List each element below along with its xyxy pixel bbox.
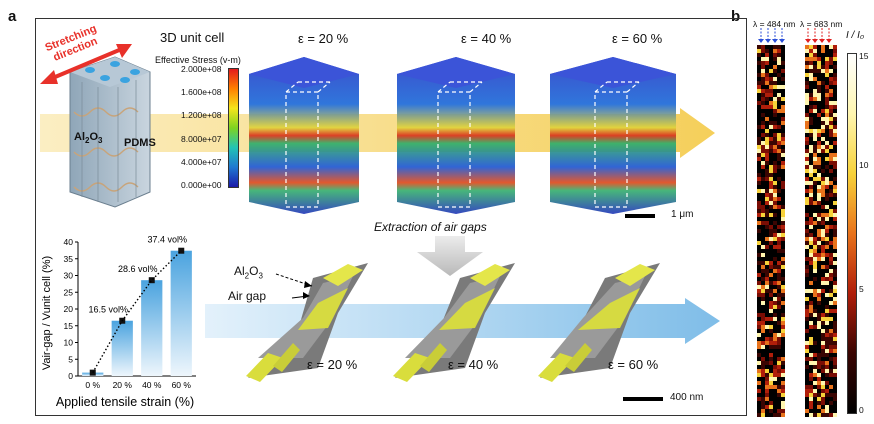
x-axis-title: Applied tensile strain (%): [56, 395, 194, 409]
x-tick-label: 40 %: [142, 380, 162, 390]
extraction-down-arrow: [417, 236, 483, 276]
extraction-label: Extraction of air gaps: [374, 220, 487, 234]
stress-colorbar: [228, 68, 239, 188]
pointer-arrows: [275, 273, 313, 299]
stress-map-cube: [397, 57, 515, 214]
y-axis-title: Vair-gap / Vunit cell (%): [41, 256, 53, 370]
airgap-structure: [393, 263, 515, 382]
bar: [141, 280, 163, 376]
y-tick-label: 40: [64, 237, 74, 247]
x-tick-label: 20 %: [113, 380, 133, 390]
al2o3-label: Al2O3: [74, 131, 103, 146]
bottom-strain-label-20: ε = 20 %: [307, 357, 358, 372]
stress-map-cube: [249, 57, 359, 214]
y-tick-label: 5: [68, 354, 73, 364]
al2o3-pointer-label: Al2O3: [234, 264, 263, 281]
bar: [170, 250, 192, 376]
pdms-label: PDMS: [124, 137, 156, 149]
intensity-colorbar: [847, 53, 857, 414]
lambda-484-label: λ = 484 nm: [753, 19, 796, 29]
y-tick-label: 0: [68, 371, 73, 381]
top-strain-label-40: ε = 40 %: [461, 31, 512, 46]
stress-colorbar-title: Effective Stress (v-m): [155, 55, 241, 65]
data-label: 37.4 vol%: [147, 235, 187, 245]
stretching-direction-arrow: [40, 44, 132, 84]
intensity-colorbar-tick: 15: [859, 51, 869, 61]
bottom-strain-label-40: ε = 40 %: [448, 357, 499, 372]
airgap-structure: [246, 263, 368, 382]
stress-colorbar-tick: 8.000e+07: [181, 133, 222, 144]
panel-a-frame: [35, 18, 747, 416]
panel-b-letter: b: [731, 8, 741, 25]
y-tick-label: 25: [64, 287, 74, 297]
y-tick-label: 10: [64, 338, 74, 348]
x-tick-label: 0 %: [85, 380, 100, 390]
data-label: 28.6 vol%: [118, 264, 158, 274]
top-strain-label-20: ε = 20 %: [298, 31, 349, 46]
airgap-pointer-label: Air gap: [228, 289, 267, 303]
intensity-colorbar-tick: 10: [859, 160, 869, 170]
data-label: 16.5 vol%: [88, 305, 128, 315]
incident-light-arrows: [758, 28, 832, 43]
bottom-scalebar: [623, 397, 663, 401]
unit-cell-title: 3D unit cell: [160, 30, 225, 45]
top-scalebar: [625, 214, 655, 218]
intensity-colorbar-title: I / I₀: [846, 30, 865, 41]
airgap-volume-bar-chart: 0 5 10 15 20 25 30 35 40 0 % 20 % 16.5 vol% 40 % 28.6…: [41, 235, 196, 409]
data-point: [178, 247, 185, 254]
stress-colorbar-tick: 2.000e+08: [181, 64, 222, 74]
field-intensity-maps: [757, 45, 837, 417]
unit-cell-illustration: [69, 56, 151, 208]
intensity-colorbar-tick: 5: [859, 284, 864, 294]
panel-a-letter: a: [8, 8, 17, 25]
stress-colorbar-tick: 1.200e+08: [181, 110, 222, 121]
x-tick-label: 60 %: [172, 380, 192, 390]
trend-line: [92, 250, 182, 373]
top-strain-label-60: ε = 60 %: [612, 31, 663, 46]
stress-colorbar-tick: 4.000e+07: [181, 156, 222, 167]
lambda-683-label: λ = 683 nm: [800, 19, 843, 29]
stress-colorbar-tick: 0.000e+00: [181, 180, 222, 190]
stress-map-cube: [550, 57, 676, 214]
data-point: [148, 277, 155, 284]
top-yellow-arrow-band: [40, 108, 715, 158]
airgap-structure: [538, 263, 660, 382]
y-tick-label: 15: [64, 321, 74, 331]
intensity-colorbar-tick: 0: [859, 405, 864, 415]
top-scalebar-label: 1 μm: [671, 209, 694, 220]
bottom-strain-label-60: ε = 60 %: [608, 357, 659, 372]
bar: [111, 320, 133, 376]
y-tick-label: 35: [64, 254, 74, 264]
y-tick-label: 30: [64, 271, 74, 281]
stress-colorbar-tick: 1.600e+08: [181, 87, 222, 98]
bottom-scalebar-label: 400 nm: [670, 392, 704, 403]
y-tick-label: 20: [64, 304, 74, 314]
